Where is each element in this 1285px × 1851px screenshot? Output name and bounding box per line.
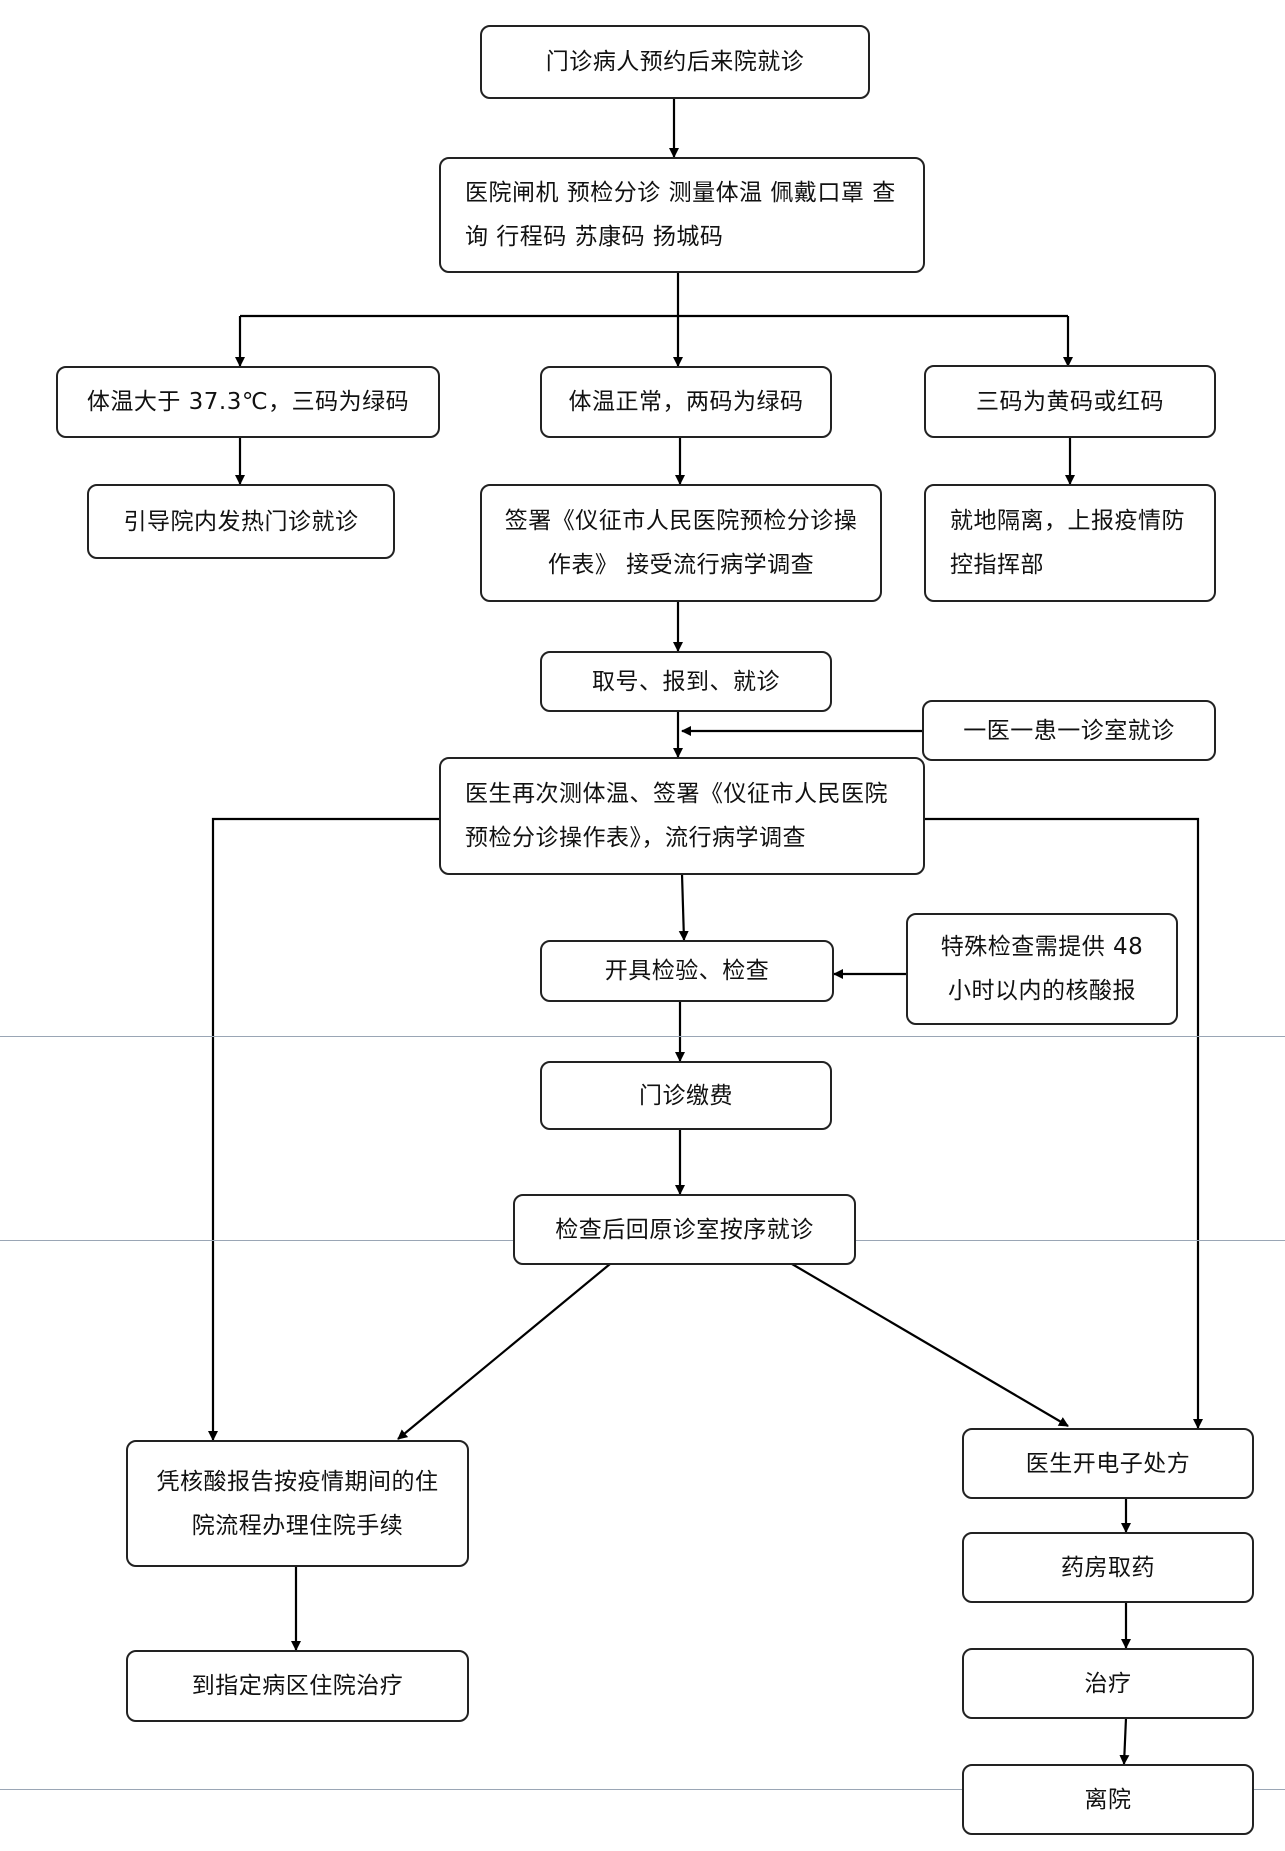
node-ward-treatment-label: 到指定病区住院治疗	[191, 1673, 404, 1699]
node-nucleic-acid-note-label: 特殊检查需提供 48 小时以内的核酸报	[940, 934, 1144, 1004]
node-payment: 门诊缴费	[540, 1061, 832, 1130]
node-fever-clinic: 引导院内发热门诊就诊	[87, 484, 395, 559]
node-order-tests-label: 开具检验、检查	[604, 958, 770, 984]
page-rule-3	[0, 1789, 1285, 1790]
node-isolation: 就地隔离，上报疫情防控指挥部	[924, 484, 1216, 602]
node-ward-treatment: 到指定病区住院治疗	[126, 1650, 469, 1722]
node-sign-form: 签署《仪征市人民医院预检分诊操作表》 接受流行病学调查	[480, 484, 882, 602]
node-pharmacy: 药房取药	[962, 1532, 1254, 1603]
arrow-n9-to-n10b	[791, 1263, 1069, 1427]
node-payment-label: 门诊缴费	[639, 1082, 733, 1109]
node-return-to-clinic: 检查后回原诊室按序就诊	[513, 1194, 856, 1265]
arrow-n6-left-bypass	[208, 817, 439, 1441]
node-discharge: 离院	[962, 1764, 1254, 1835]
node-one-patient-room-label: 一医一患一诊室就诊	[963, 717, 1175, 744]
page-rule-1	[0, 1036, 1285, 1037]
node-discharge-label: 离院	[1084, 1786, 1132, 1813]
node-fever-clinic-label: 引导院内发热门诊就诊	[123, 508, 359, 535]
node-e-prescription-label: 医生开电子处方	[1025, 1450, 1191, 1477]
arrow-n9-to-n10a	[397, 1263, 611, 1440]
node-gate-screening-label: 医院闸机 预检分诊 测量体温 佩戴口罩 查询 行程码 苏康码 扬城码	[465, 180, 896, 250]
node-gate-screening: 医院闸机 预检分诊 测量体温 佩戴口罩 查询 行程码 苏康码 扬城码	[439, 157, 925, 273]
node-treatment-label: 治疗	[1084, 1670, 1132, 1697]
node-arrival: 门诊病人预约后来院就诊	[480, 25, 870, 99]
node-registration: 取号、报到、就诊	[540, 651, 832, 712]
node-return-to-clinic-label: 检查后回原诊室按序就诊	[555, 1216, 814, 1243]
node-fever-green: 体温大于 37.3℃，三码为绿码	[56, 366, 440, 438]
arrow-n12b-to-n13b	[1119, 1717, 1130, 1765]
node-fever-green-label: 体温大于 37.3℃，三码为绿码	[86, 389, 410, 415]
node-doctor-recheck: 医生再次测体温、签署《仪征市人民医院预检分诊操作表》，流行病学调查	[439, 757, 925, 875]
node-e-prescription: 医生开电子处方	[962, 1428, 1254, 1499]
node-normal-green-label: 体温正常，两码为绿码	[568, 389, 804, 415]
node-arrival-label: 门诊病人预约后来院就诊	[545, 49, 805, 75]
node-doctor-recheck-label: 医生再次测体温、签署《仪征市人民医院预检分诊操作表》，流行病学调查	[465, 781, 888, 851]
node-yellow-red-label: 三码为黄码或红码	[976, 388, 1164, 415]
node-pharmacy-label: 药房取药	[1061, 1554, 1155, 1581]
node-yellow-red: 三码为黄码或红码	[924, 365, 1216, 438]
node-admission: 凭核酸报告按疫情期间的住院流程办理住院手续	[126, 1440, 469, 1567]
node-isolation-label: 就地隔离，上报疫情防控指挥部	[950, 508, 1185, 578]
node-treatment: 治疗	[962, 1648, 1254, 1719]
node-normal-green: 体温正常，两码为绿码	[540, 366, 832, 438]
node-sign-form-label: 签署《仪征市人民医院预检分诊操作表》 接受流行病学调查	[504, 508, 858, 578]
node-registration-label: 取号、报到、就诊	[592, 668, 780, 695]
arrow-n6-right-bypass	[925, 817, 1203, 1429]
node-order-tests: 开具检验、检查	[540, 940, 834, 1002]
node-nucleic-acid-note: 特殊检查需提供 48 小时以内的核酸报	[906, 913, 1178, 1025]
arrow-n6-to-n7	[678, 873, 689, 941]
node-admission-label: 凭核酸报告按疫情期间的住院流程办理住院手续	[156, 1468, 439, 1539]
node-one-patient-room: 一医一患一诊室就诊	[922, 700, 1216, 761]
